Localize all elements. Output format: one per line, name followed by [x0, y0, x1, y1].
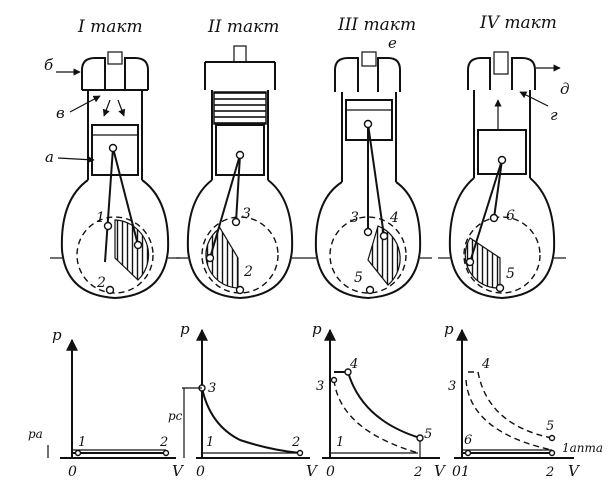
pv4-pt4: 4: [481, 357, 490, 372]
pv2-0: 0: [196, 464, 205, 480]
label-g: г: [550, 106, 558, 124]
pv1-pt2: 2: [159, 435, 168, 450]
pv4-pt3: 3: [448, 379, 456, 394]
pv4-01: 01: [452, 464, 470, 480]
pv3-pt5: 5: [424, 427, 432, 442]
pt3-5: 5: [354, 270, 363, 286]
pv3-v: V: [434, 462, 447, 480]
pt3-3: 3: [350, 210, 359, 226]
pv-diagram-4: [454, 328, 574, 459]
pv3-pt3: 3: [316, 379, 324, 394]
stroke-2-title: II такт: [207, 17, 279, 37]
pv1-0: 0: [68, 464, 77, 480]
stroke-4-title: IV такт: [479, 13, 557, 33]
pt4-6: 6: [506, 208, 515, 224]
pv4-p: p: [444, 320, 454, 338]
pv3-pt2: 2: [413, 465, 422, 480]
pv1-v: V: [172, 462, 185, 480]
pt2-2: 2: [243, 264, 253, 280]
pv2-v: V: [306, 462, 319, 480]
pt1-2: 2: [96, 275, 106, 291]
pt1-1: 1: [96, 210, 105, 226]
stroke-3-title: III такт: [337, 15, 416, 35]
pv3-0: 0: [326, 464, 335, 480]
pv3-p: p: [312, 320, 322, 338]
pv4-pt2: 2: [545, 465, 554, 480]
pv-diagram-2: [182, 328, 310, 459]
pv-diagram-1: [47, 338, 176, 459]
engine-stroke-3: [304, 51, 432, 300]
pt4-5: 5: [506, 266, 515, 282]
pv3-pt1: 1: [336, 435, 344, 450]
engine-stroke-4: [438, 51, 566, 300]
pv3-pt4: 4: [349, 357, 358, 372]
pv1-pa: pa: [28, 427, 43, 441]
pt2-3: 3: [242, 206, 251, 222]
pv2-pt1: 1: [206, 435, 214, 450]
label-v: в: [56, 104, 65, 122]
pv2-p: p: [180, 320, 190, 338]
pv1-pt1: 1: [78, 435, 86, 450]
pv4-v: V: [568, 462, 581, 480]
pt3-4: 4: [389, 210, 399, 226]
pv-diagram-3: [322, 328, 440, 459]
label-a: а: [45, 148, 54, 166]
pv4-pt6: 6: [464, 433, 472, 448]
pv2-pt3: 3: [208, 381, 216, 396]
engine-stroke-2: [176, 45, 304, 300]
pv1-p: p: [52, 326, 62, 344]
label-b: б: [44, 56, 54, 74]
engine-stroke-1: [50, 51, 180, 300]
pv4-pt5: 5: [546, 419, 554, 434]
label-e: е: [388, 34, 397, 52]
pv2-pc: pc: [168, 409, 183, 423]
pv4-exhaust-label: 1апта: [562, 441, 603, 455]
pv2-pt2: 2: [291, 435, 300, 450]
stroke-1-title: I такт: [77, 17, 143, 37]
label-d: д: [560, 80, 570, 98]
